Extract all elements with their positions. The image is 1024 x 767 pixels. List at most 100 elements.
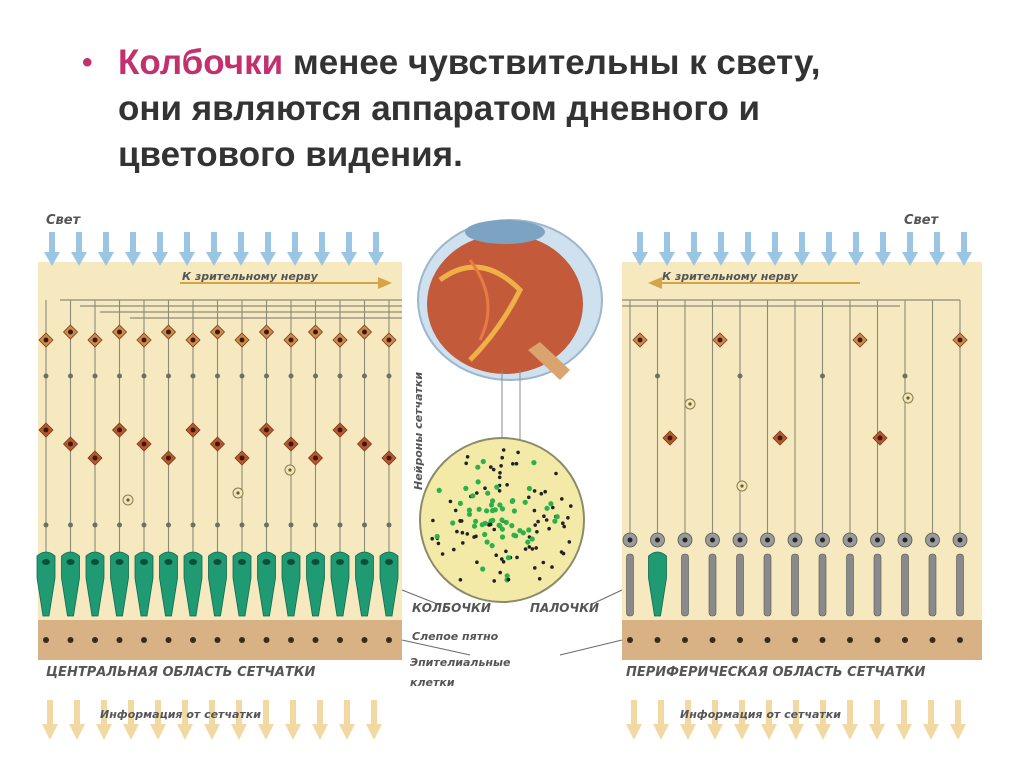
info-arrow-shaft — [344, 700, 350, 726]
fovea-rod-dot — [562, 524, 566, 529]
info-arrow-head — [815, 724, 831, 740]
fovea-cone-dot — [463, 485, 469, 491]
light-arrow-head — [929, 252, 945, 266]
light-arrow-head — [152, 252, 168, 266]
fovea-rod-dot — [504, 549, 508, 554]
fovea-rod-dot — [497, 475, 502, 480]
synapse-dot — [190, 373, 196, 379]
fovea-cone-dot — [499, 534, 506, 540]
fovea-cone-dot — [466, 511, 473, 517]
synapse-dot — [117, 373, 122, 379]
cone-cell — [208, 551, 227, 617]
cone-nucleus — [238, 559, 246, 565]
epithelial-nucleus — [116, 637, 123, 643]
synapse-dot — [43, 522, 49, 528]
cone-nucleus — [91, 559, 99, 565]
info-arrow-shaft — [658, 700, 664, 726]
info-arrow-shaft — [820, 700, 826, 726]
fovea-cone-dot — [548, 501, 554, 507]
info-arrow-shaft — [793, 700, 799, 726]
fovea-rod-dot — [440, 552, 445, 556]
fovea-circle — [419, 437, 585, 603]
light-arrow-shaft — [157, 232, 163, 254]
synapse-dot — [92, 373, 98, 379]
light-arrow-shaft — [265, 232, 271, 254]
line2-text: они являются аппаратом дневного и — [118, 89, 761, 128]
fovea-rod-dot — [461, 541, 465, 545]
fovea-rod-dot — [506, 577, 511, 582]
light-arrow-shaft — [826, 232, 832, 254]
cone-nucleus — [115, 559, 124, 565]
info-arrow-head — [680, 724, 696, 740]
info-arrow-head — [204, 724, 220, 740]
synapse-dot — [166, 522, 171, 528]
ganglion-cell-nucleus — [92, 337, 98, 343]
fovea-rod-dot — [533, 523, 537, 527]
fovea-rod-dot — [511, 462, 515, 466]
nerve-arrowhead-left — [378, 277, 392, 289]
light-arrow-head — [287, 252, 303, 266]
fovea-rod-dot — [566, 516, 570, 520]
epithelial-nucleus — [929, 637, 936, 643]
synapse-dot — [313, 373, 318, 379]
epithelial-nucleus — [902, 637, 908, 643]
rod-cell — [873, 553, 882, 617]
light-arrow-head — [875, 252, 891, 266]
light-arrow-head — [659, 252, 675, 266]
synapse-dot — [737, 373, 743, 379]
epithelial-nucleus — [67, 637, 74, 643]
fovea-cone-dot — [503, 519, 509, 526]
ganglion-cell-nucleus — [362, 329, 367, 335]
fovea-rod-dot — [501, 448, 506, 452]
info-arrow-head — [950, 724, 966, 740]
info-arrow-shaft — [371, 700, 377, 726]
rod-nucleus — [765, 537, 770, 543]
fovea-cone-dot — [529, 536, 535, 542]
fovea-rod-dot — [532, 489, 537, 493]
rod-nucleus — [792, 537, 798, 543]
ganglion-cell-nucleus — [386, 337, 392, 343]
fovea-cone-dot — [488, 502, 495, 508]
cone-cell — [85, 551, 105, 617]
cone-cell — [648, 551, 667, 617]
cone-nucleus — [360, 559, 369, 565]
fovea-rod-dot — [489, 465, 493, 469]
ganglion-cell-nucleus — [141, 337, 147, 343]
light-label-right: Свет — [904, 213, 940, 228]
nerve-label-left: К зрительному нерву — [182, 270, 319, 283]
synapse-dot — [902, 373, 908, 379]
cone-nucleus — [385, 559, 393, 565]
fovea-rod-dot — [567, 540, 572, 544]
light-arrow-head — [314, 252, 330, 266]
ganglion-cell-nucleus — [957, 337, 963, 343]
epithelial-nucleus — [764, 637, 771, 643]
light-arrow-head — [341, 252, 357, 266]
info-arrow-head — [312, 724, 328, 740]
fovea-rod-dot — [542, 514, 546, 518]
fovea-rod-dot — [460, 530, 465, 535]
light-arrow-head — [686, 252, 702, 266]
rod-pointer — [589, 589, 623, 606]
ganglion-cell-nucleus — [239, 337, 245, 343]
cone-cell — [306, 551, 325, 617]
cone-nucleus — [336, 559, 344, 565]
info-arrow-shaft — [901, 700, 907, 726]
fovea-cone-dot — [485, 490, 491, 496]
cone-nucleus — [42, 559, 50, 565]
fovea-rod-dot — [516, 450, 520, 455]
bipolar-cell-nucleus — [264, 427, 269, 433]
light-arrow-head — [632, 252, 648, 266]
light-arrow-head — [125, 252, 141, 266]
synapse-dot — [362, 522, 367, 528]
fovea-cone-dot — [552, 518, 558, 524]
light-arrow-shaft — [373, 232, 379, 254]
bipolar-cell-nucleus — [288, 441, 294, 447]
right-nerve-bundle — [622, 299, 960, 307]
light-arrow-head — [902, 252, 918, 266]
fovea-cone-dot — [522, 499, 528, 505]
light-arrow-shaft — [238, 232, 244, 254]
epithelial-nucleus — [312, 637, 319, 643]
synapse-dot — [264, 522, 269, 528]
fovea-cone-dot — [505, 555, 511, 561]
